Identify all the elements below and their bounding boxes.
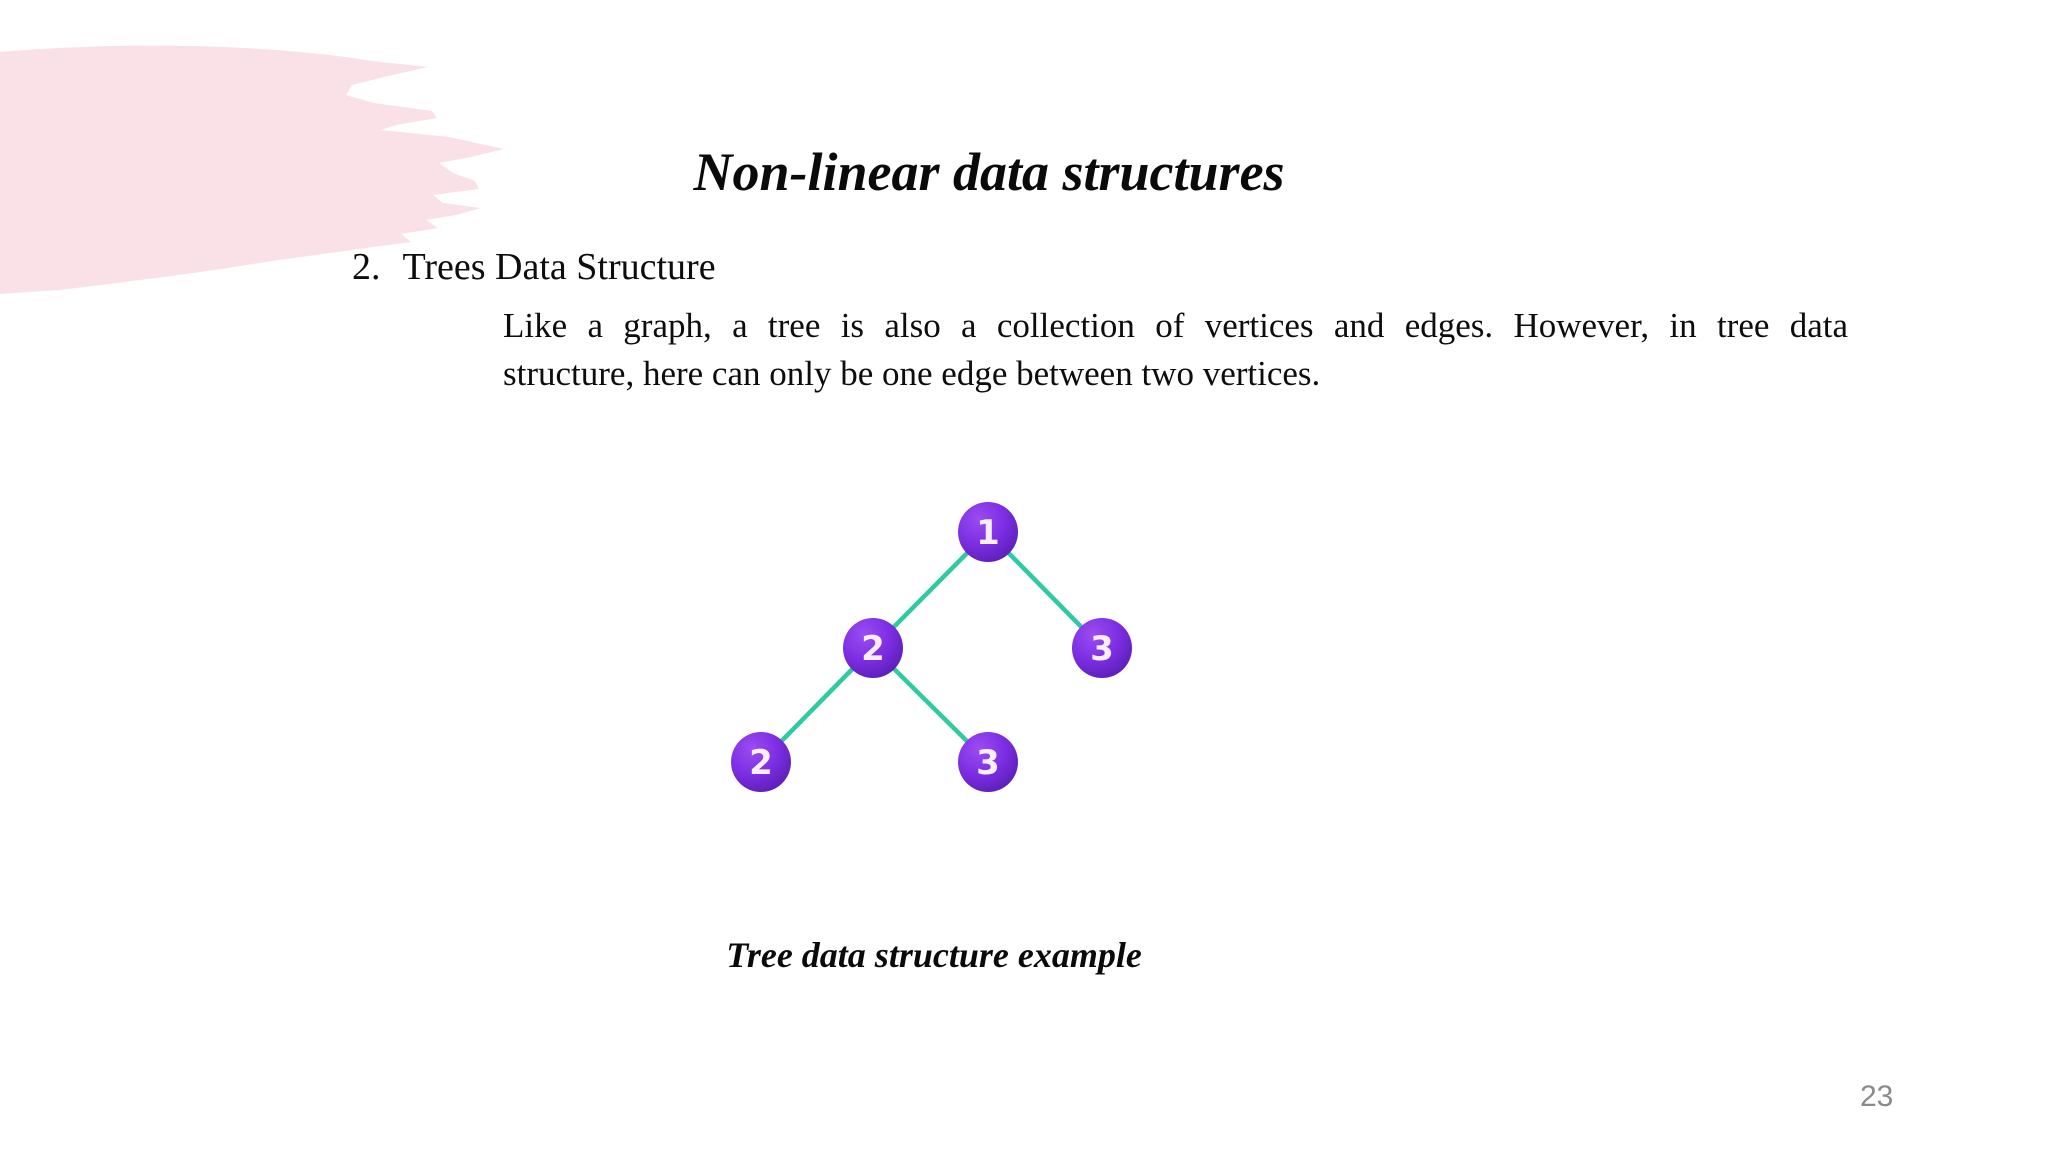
tree-node-circle [731,732,791,792]
tree-node-circle [843,618,903,678]
tree-node-label: 2 [861,629,885,669]
tree-node-left-child: 2 [843,618,903,678]
tree-diagram: 1 2 3 2 3 [731,502,1132,792]
section-heading: 2. Trees Data Structure [352,246,716,288]
tree-node-circle [1072,618,1132,678]
paragraph-line-2: structure, here can only be one edge bet… [503,354,1321,393]
tree-node-circle [958,502,1018,562]
page-number: 23 [1860,1080,1894,1113]
tree-node-leaf-left: 2 [731,732,791,792]
paragraph-line-1: Like a graph, a tree is also a collectio… [503,306,1848,345]
tree-node-right-child: 3 [1072,618,1132,678]
tree-node-label: 3 [976,743,1000,783]
tree-node-label: 2 [749,743,773,783]
tree-node-leaf-right: 3 [958,732,1018,792]
figure-caption: Tree data structure example [726,935,1142,975]
section-heading-text: Trees Data Structure [402,246,716,288]
tree-node-circle [958,732,1018,792]
tree-node-label: 1 [976,513,1000,553]
tree-node-root: 1 [958,502,1018,562]
slide-title: Non-linear data structures [693,142,1285,202]
paragraph: Like a graph, a tree is also a collectio… [503,302,1848,398]
tree-node-label: 3 [1090,629,1114,669]
brush-stroke-shape [0,45,504,295]
brush-stroke-decoration [0,45,504,295]
section-number: 2. [352,246,381,288]
